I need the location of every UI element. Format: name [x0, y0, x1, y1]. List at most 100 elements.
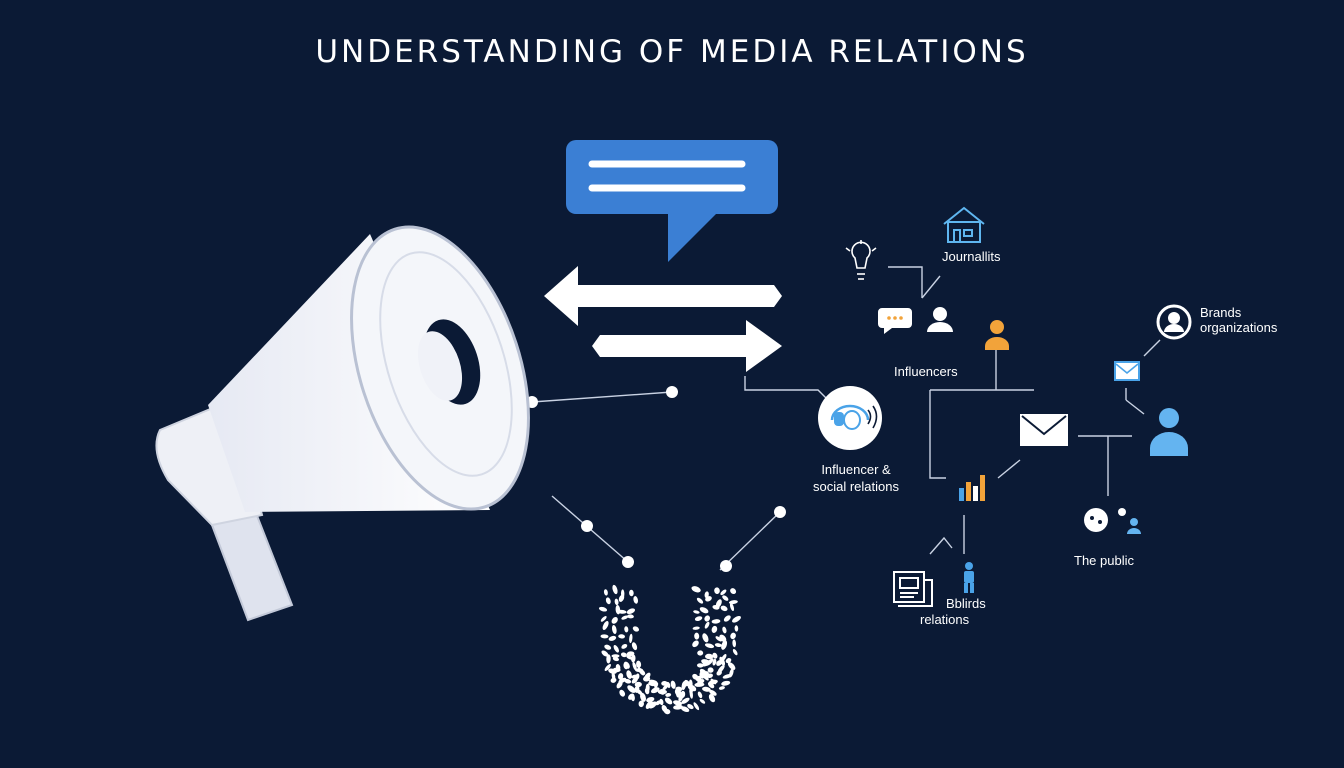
magnet-leaf [717, 664, 725, 674]
magnet-leaf [648, 679, 658, 684]
mail-icon [1020, 414, 1068, 446]
magnet-leaf [691, 586, 701, 593]
magnet-leaf [673, 704, 683, 710]
chat-icon [878, 308, 912, 334]
magnet-leaf [704, 591, 709, 599]
magnet-leaf [694, 616, 703, 621]
label-journalists: Journallits [942, 249, 1001, 264]
magnet-leaf [693, 610, 700, 614]
magnet-leaf [621, 643, 628, 649]
magnet-leaf [680, 706, 690, 713]
magnet-leaf [696, 597, 704, 604]
magnet-leaf [687, 704, 694, 710]
magnet-leaf [695, 675, 702, 682]
magnet-leaf [631, 677, 638, 684]
magnet-leaf [608, 635, 617, 641]
magnet-leaf [629, 589, 634, 597]
label-brands-relations-1: Bblirds [946, 596, 986, 611]
magnet-leaf [612, 584, 618, 595]
magnet-leaf [720, 605, 728, 612]
node-dot [666, 386, 678, 398]
magnet-leaf [600, 634, 609, 639]
magnet-leaf [688, 679, 693, 688]
magnet-leaf [612, 656, 620, 662]
mail-icon [1114, 361, 1140, 381]
standing-person-icon [964, 562, 974, 593]
magnet-leaf [719, 656, 726, 666]
magnet-leaf [654, 682, 659, 689]
magnet-leaf [727, 662, 736, 670]
magnet-leaf [640, 669, 646, 676]
magnet-leaf [714, 643, 722, 648]
magnet-leaf [603, 589, 608, 596]
magnet-leaf [699, 607, 709, 614]
magnet-leaf [602, 621, 609, 630]
magnet-leaf [617, 673, 624, 680]
magnet-leaf [611, 617, 618, 624]
magnet-leaf [643, 676, 651, 682]
magnet-leaf [707, 673, 713, 678]
magnet-leaf [610, 677, 617, 683]
label-brands-relations-2: relations [920, 612, 970, 627]
magnet-leaf [681, 697, 690, 704]
brand-face-icon [1156, 304, 1192, 340]
house-icon [943, 206, 985, 243]
magnet-leaf [620, 652, 627, 658]
magnet-leaf [605, 597, 611, 605]
magnet-leaf [657, 689, 668, 695]
magnet-leaf [598, 606, 608, 612]
magnet-icon [598, 584, 741, 715]
magnet-leaf [704, 615, 711, 622]
magnet-leaf [680, 690, 686, 698]
magnet-leaf [614, 598, 619, 606]
magnet-leaf [632, 626, 639, 632]
magnet-leaf [699, 668, 708, 677]
lightbulb-icon [845, 240, 877, 280]
magnet-leaf [732, 648, 738, 656]
magnet-leaf [729, 602, 735, 612]
magnet-leaf [721, 680, 731, 686]
magnet-leaf [689, 686, 694, 695]
magnet-leaf [627, 614, 634, 619]
magnet-leaf [631, 642, 638, 651]
magnet-leaf [705, 596, 712, 602]
magnet-leaf [729, 668, 734, 678]
magnet-leaf [611, 624, 617, 635]
node-dot [622, 556, 634, 568]
label-brands-orgs-2: organizations [1200, 320, 1278, 335]
magnet-leaf [664, 697, 673, 705]
magnet-leaf [702, 633, 709, 643]
magnet-leaf [705, 653, 714, 660]
magnet-leaf [697, 663, 704, 668]
magnet-leaf [673, 700, 682, 706]
magnet-leaf [604, 663, 611, 672]
magnet-leaf [621, 615, 629, 620]
megaphone-icon [155, 225, 530, 622]
node-dot [581, 520, 593, 532]
magnet-leaf [694, 682, 705, 687]
magnet-leaf [626, 655, 634, 660]
magnet-leaf [694, 632, 700, 640]
magnet-leaf [712, 658, 717, 666]
magnet-leaf [626, 608, 636, 615]
magnet-leaf [693, 702, 700, 711]
magnet-leaf [664, 708, 671, 715]
magnet-leaf [646, 697, 655, 703]
magnet-leaf [707, 667, 714, 673]
magnet-leaf [721, 640, 728, 650]
magnet-leaf [613, 645, 620, 653]
magnet-leaf [665, 692, 672, 697]
magnet-leaf [692, 626, 700, 630]
magnet-leaf [631, 694, 635, 702]
magnet-leaf [734, 625, 739, 632]
magnet-leaf [619, 689, 626, 697]
magnet-leaf [624, 626, 629, 633]
magnet-leaf [624, 678, 632, 684]
magnet-leaf [601, 650, 609, 657]
magnet-leaf [704, 643, 715, 649]
magnet-leaf [720, 589, 727, 596]
magnet-leaf [730, 632, 736, 640]
magnet-leaf [702, 686, 711, 692]
magnet-leaf [730, 588, 737, 595]
magnet-leaf [670, 680, 676, 689]
